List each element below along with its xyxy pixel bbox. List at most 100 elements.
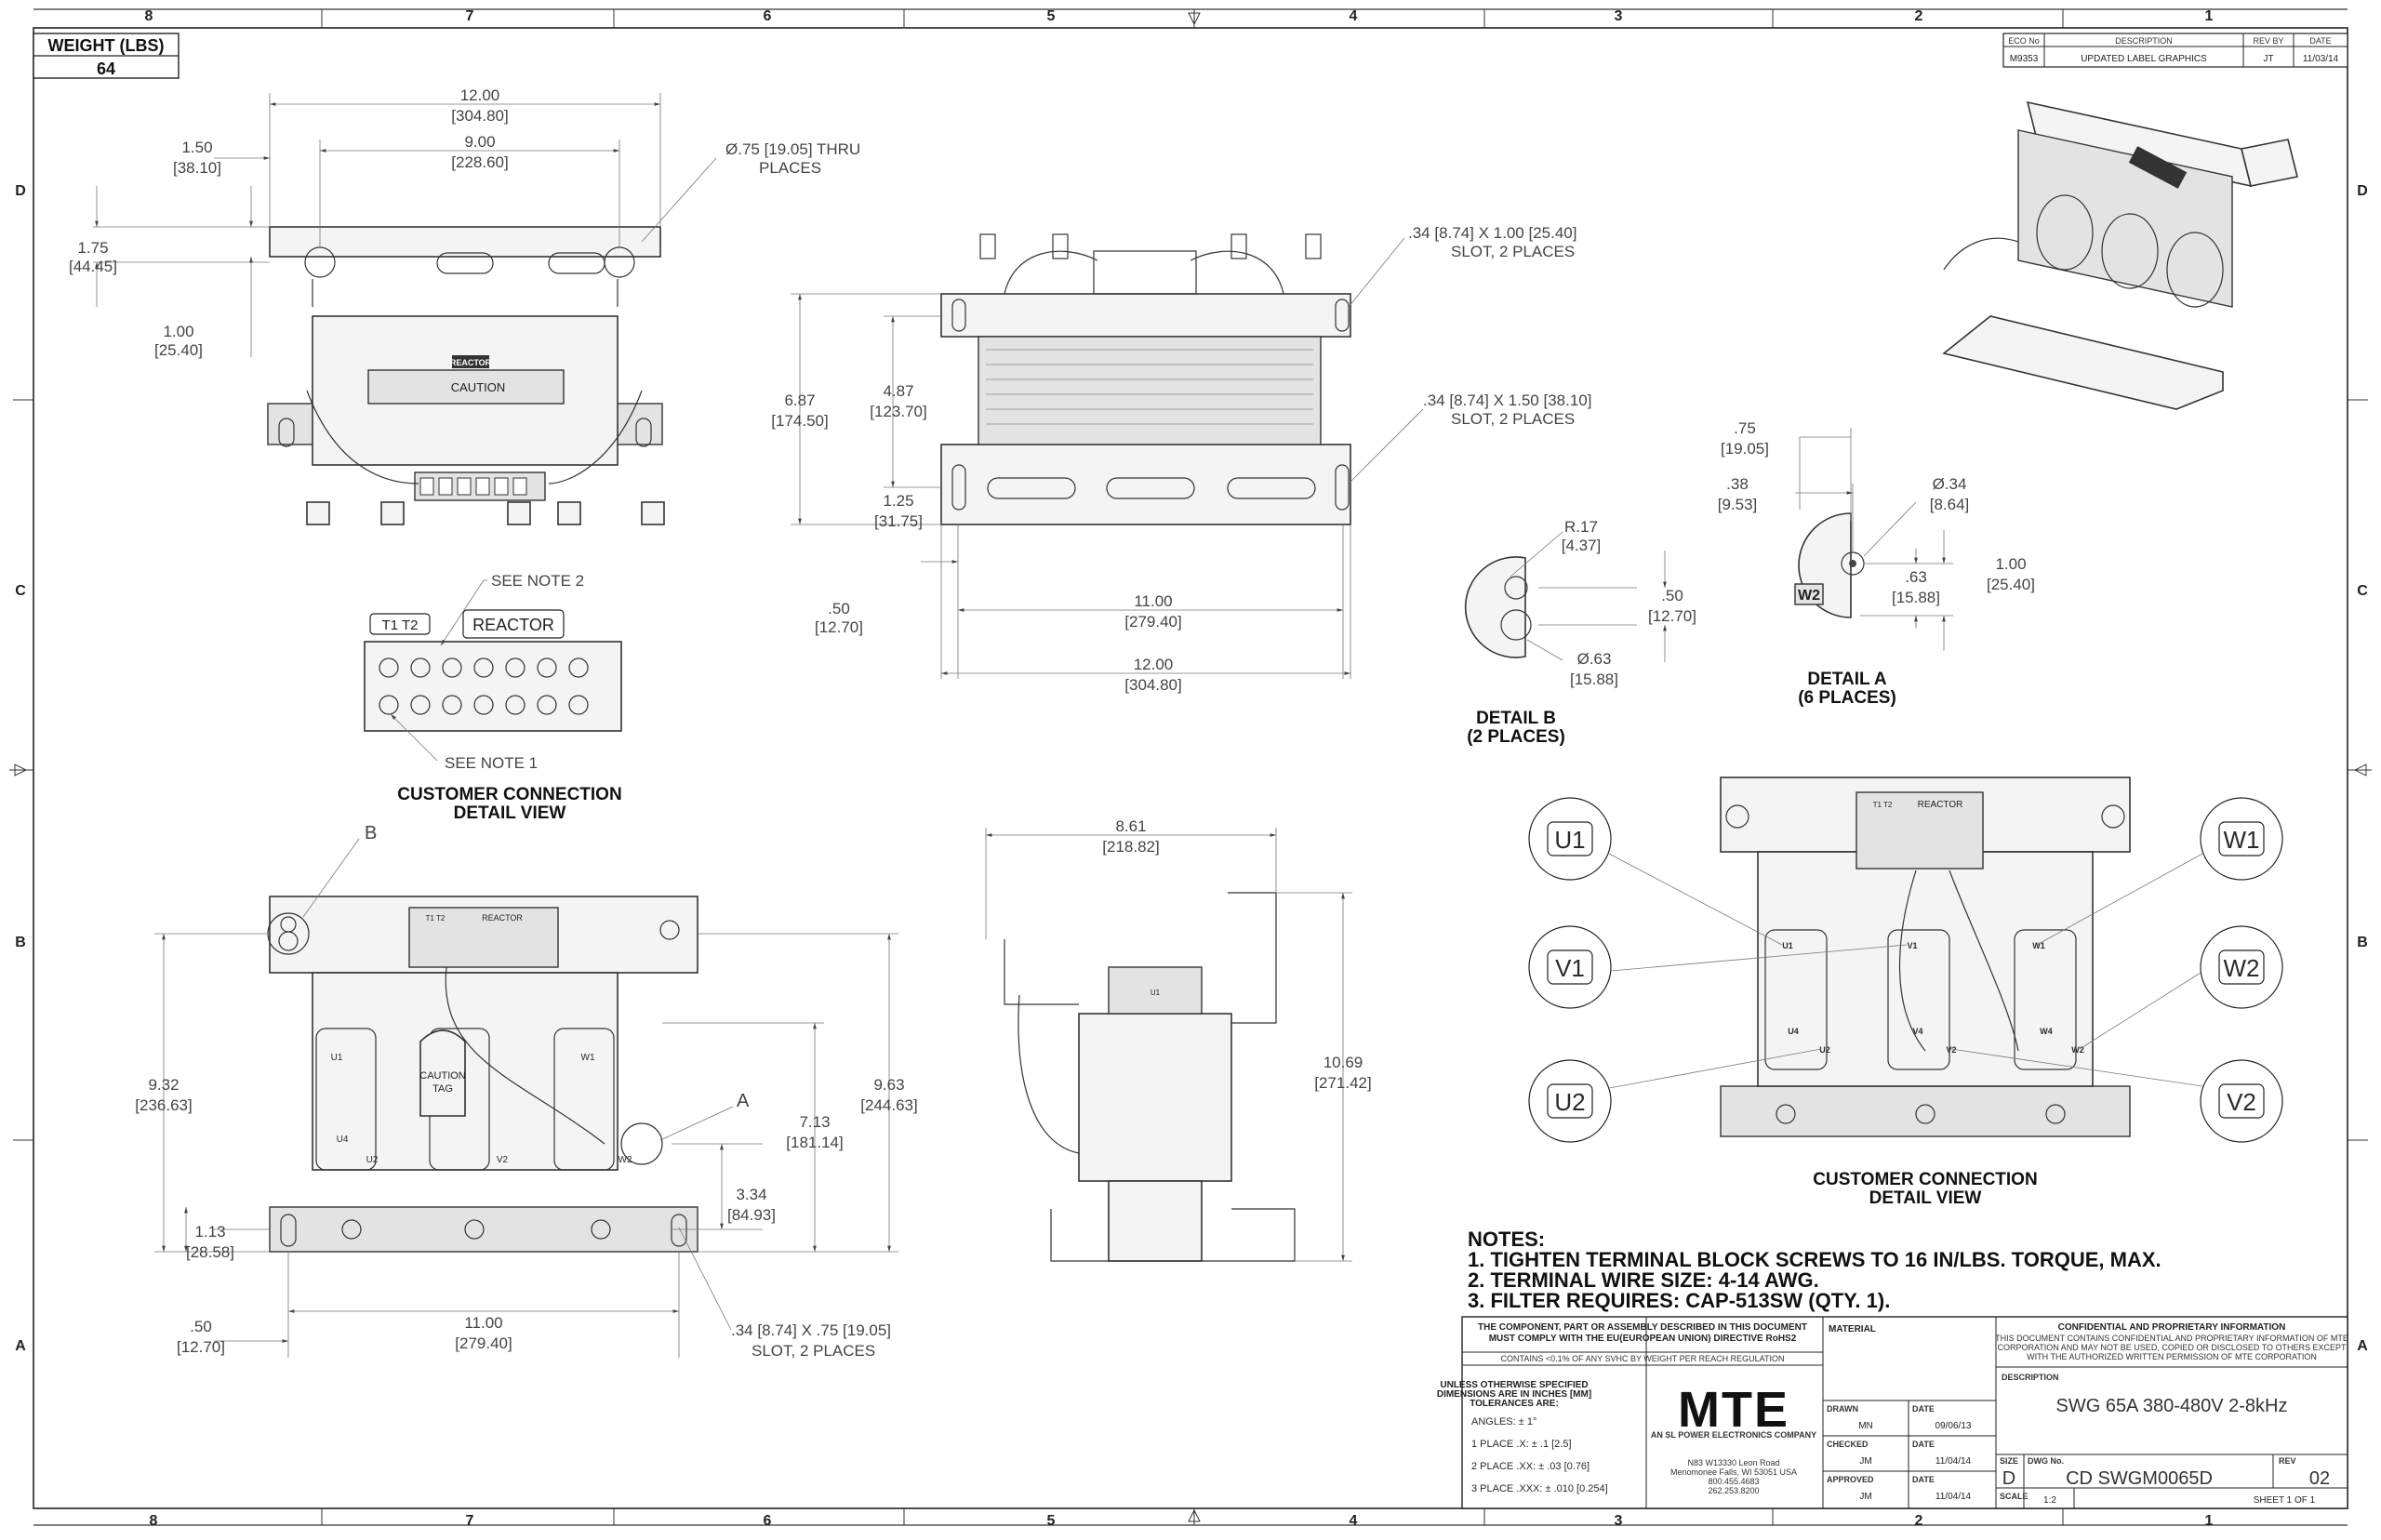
svg-text:CONFIDENTIAL AND PROPRIETARY I: CONFIDENTIAL AND PROPRIETARY INFORMATION <box>2058 1322 2286 1333</box>
svg-text:11/04/14: 11/04/14 <box>1935 1456 1972 1467</box>
side-view: U1 8.61 [218.82] 10.69 [271.42] <box>985 817 1372 1262</box>
svg-text:[12.70]: [12.70] <box>177 1338 225 1356</box>
svg-text:DETAIL VIEW: DETAIL VIEW <box>454 803 566 823</box>
svg-text:DIMENSIONS ARE IN INCHES [MM]: DIMENSIONS ARE IN INCHES [MM] <box>1437 1389 1591 1400</box>
svg-text:DETAIL B: DETAIL B <box>1476 709 1556 728</box>
svg-text:REACTOR: REACTOR <box>1918 800 1963 810</box>
svg-text:REV: REV <box>2279 1456 2296 1466</box>
svg-text:REACTOR: REACTOR <box>450 358 492 367</box>
connection-bubbles <box>1528 797 2283 1143</box>
svg-text:U4: U4 <box>1788 1027 1799 1036</box>
svg-text:JM: JM <box>1859 1492 1871 1502</box>
svg-text:R.17: R.17 <box>1564 518 1598 536</box>
svg-text:U1: U1 <box>1782 941 1793 950</box>
svg-text:V2: V2 <box>497 1155 509 1165</box>
svg-text:1.25: 1.25 <box>883 492 913 510</box>
detail-a: W2 .75 [19.05] .38 [9.53] Ø.34 [8.64] .6… <box>1718 419 2035 708</box>
svg-text:[12.70]: [12.70] <box>1648 607 1696 625</box>
svg-text:T1 T2: T1 T2 <box>382 617 419 633</box>
svg-text:[84.93]: [84.93] <box>727 1206 776 1224</box>
svg-text:SEE NOTE 1: SEE NOTE 1 <box>445 754 538 772</box>
top-view: REACTOR CAUTION <box>69 86 860 525</box>
svg-text:TAG: TAG <box>432 1083 453 1095</box>
svg-text:SCALE: SCALE <box>2000 1492 2029 1501</box>
svg-text:[25.40]: [25.40] <box>154 341 203 359</box>
svg-text:11.00: 11.00 <box>1134 592 1172 610</box>
zone-label: 4 <box>1350 1513 1358 1529</box>
plan-view-dimensions <box>154 933 898 1358</box>
svg-text:U2: U2 <box>366 1155 379 1165</box>
svg-text:SLOT, 2 PLACES: SLOT, 2 PLACES <box>1451 243 1575 260</box>
drawing-border: 8 7 6 5 4 3 2 1 8 7 6 5 4 3 2 1 D C B A … <box>9 8 2372 1529</box>
svg-text:U2: U2 <box>1819 1045 1830 1055</box>
svg-text:1.13: 1.13 <box>194 1223 225 1241</box>
svg-text:Menomonee Falls, WI 53051 USA: Menomonee Falls, WI 53051 USA <box>1670 1467 1797 1477</box>
svg-text:.34 [8.74] X .75 [19.05]: .34 [8.74] X .75 [19.05] <box>731 1321 891 1339</box>
svg-text:APPROVED: APPROVED <box>1827 1475 1874 1484</box>
svg-text:CAUTION: CAUTION <box>419 1070 466 1082</box>
rev-header-desc: DESCRIPTION <box>2115 36 2173 46</box>
svg-text:U1: U1 <box>1151 989 1161 997</box>
title-block: THE COMPONENT, PART OR ASSEMBLY DESCRIBE… <box>1437 1316 2348 1509</box>
svg-text:WITH THE AUTHORIZED WRITTEN PE: WITH THE AUTHORIZED WRITTEN PERMISSION O… <box>2027 1352 2317 1361</box>
isometric-view <box>1942 100 2298 410</box>
svg-text:SLOT, 2 PLACES: SLOT, 2 PLACES <box>1451 410 1575 428</box>
svg-text:W1: W1 <box>581 1053 595 1063</box>
svg-text:V4: V4 <box>1912 1027 1922 1036</box>
svg-text:10.69: 10.69 <box>1324 1054 1363 1071</box>
svg-text:8.61: 8.61 <box>1115 817 1146 835</box>
bubble-v1: V1 <box>1555 954 1585 982</box>
svg-text:11.00: 11.00 <box>464 1314 502 1332</box>
svg-text:.63: .63 <box>1905 568 1927 586</box>
svg-text:N83 W13330 Leon Road: N83 W13330 Leon Road <box>1687 1458 1779 1467</box>
connection-view: T1 T2 REACTOR U1 V1 W1 U4 U2 V4 V2 W4 W2 <box>1528 777 2283 1208</box>
svg-text:Ø.34: Ø.34 <box>1933 475 1967 493</box>
zone-label: 7 <box>466 1513 474 1529</box>
svg-text:V1: V1 <box>1907 941 1917 950</box>
svg-text:.50: .50 <box>828 600 850 617</box>
svg-text:262.253.8200: 262.253.8200 <box>1708 1486 1759 1495</box>
zone-label: A <box>15 1338 26 1354</box>
svg-text:[304.80]: [304.80] <box>1124 676 1181 694</box>
svg-text:[8.64]: [8.64] <box>1930 496 1970 513</box>
detail-a-dimensions <box>1795 428 1953 651</box>
svg-text:800.455.4683: 800.455.4683 <box>1708 1477 1759 1486</box>
svg-text:[244.63]: [244.63] <box>860 1096 917 1114</box>
svg-text:SHEET 1 OF 1: SHEET 1 OF 1 <box>2254 1495 2316 1506</box>
svg-text:CORPORATION AND MAY NOT BE USE: CORPORATION AND MAY NOT BE USED, COPIED … <box>1997 1343 2347 1352</box>
weight-label: WEIGHT (LBS) <box>48 36 165 55</box>
svg-text:1.50: 1.50 <box>181 139 212 156</box>
svg-text:[31.75]: [31.75] <box>874 512 923 530</box>
svg-text:REACTOR: REACTOR <box>472 616 554 634</box>
svg-text:3.34: 3.34 <box>736 1186 766 1203</box>
svg-text:W4: W4 <box>2040 1027 2053 1036</box>
center-marks <box>9 9 2372 1525</box>
svg-text:(2 PLACES): (2 PLACES) <box>1467 727 1565 747</box>
front-view: 6.87 [174.50] 4.87 [123.70] 1.25 [31.75]… <box>771 224 1591 694</box>
zone-label: 6 <box>764 8 772 24</box>
svg-text:1 PLACE .X: ± .1 [2.5]: 1 PLACE .X: ± .1 [2.5] <box>1471 1439 1572 1450</box>
svg-text:[15.88]: [15.88] <box>1570 670 1618 688</box>
detail-b: R.17 [4.37] .50 [12.70] Ø.63 [15.88] DET… <box>1464 518 1696 747</box>
svg-text:[12.70]: [12.70] <box>815 618 863 636</box>
svg-text:09/06/13: 09/06/13 <box>1935 1421 1972 1431</box>
zone-label: D <box>2357 183 2368 199</box>
rev-header-eco: ECO No <box>2008 36 2040 46</box>
svg-text:.50: .50 <box>1661 587 1683 604</box>
svg-text:THE COMPONENT, PART OR ASSEMBL: THE COMPONENT, PART OR ASSEMBLY DESCRIBE… <box>1478 1322 1807 1333</box>
svg-text:12.00: 12.00 <box>460 86 500 104</box>
zone-label: 5 <box>1047 8 1056 24</box>
svg-text:DETAIL VIEW: DETAIL VIEW <box>1869 1188 1982 1208</box>
svg-text:2 PLACE .XX: ± .03 [0.76]: 2 PLACE .XX: ± .03 [0.76] <box>1471 1461 1590 1472</box>
svg-text:[271.42]: [271.42] <box>1314 1074 1371 1092</box>
svg-text:D: D <box>2002 1468 2015 1489</box>
zone-label: D <box>15 183 26 199</box>
zone-label: C <box>15 583 26 599</box>
svg-text:TOLERANCES ARE:: TOLERANCES ARE: <box>1470 1399 1559 1409</box>
zone-label: 7 <box>466 8 474 24</box>
svg-text:[181.14]: [181.14] <box>786 1134 843 1151</box>
svg-text:DATE: DATE <box>1912 1475 1935 1484</box>
svg-text:T1 T2: T1 T2 <box>426 914 446 923</box>
svg-text:A: A <box>737 1091 750 1111</box>
